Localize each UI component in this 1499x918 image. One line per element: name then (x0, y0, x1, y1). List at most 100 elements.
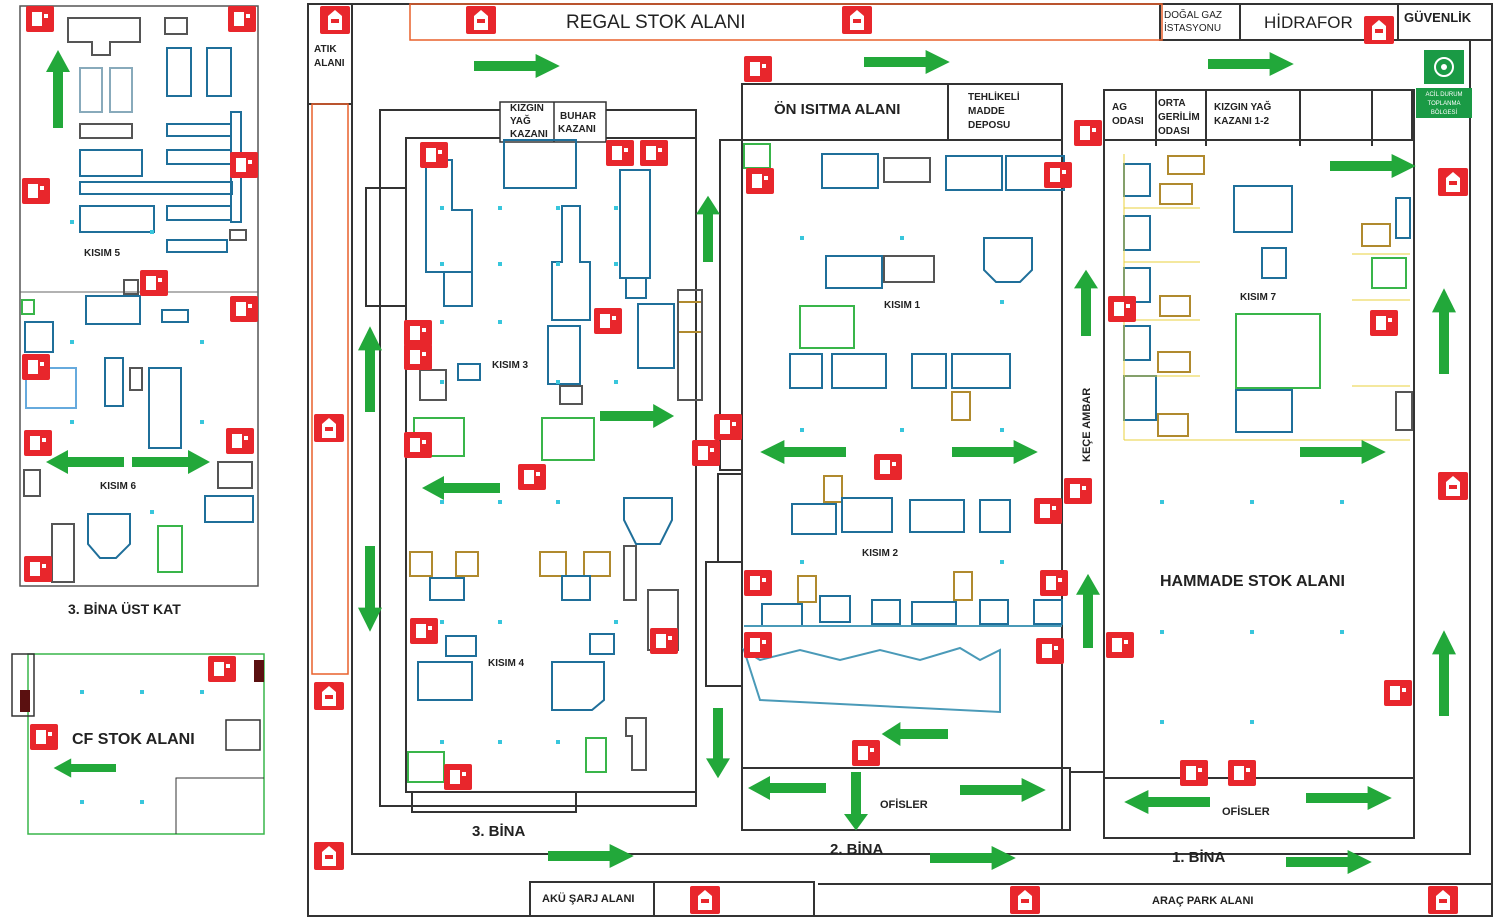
regal-stock-zone (409, 3, 1163, 41)
escape-route-arrow-icon (1330, 154, 1416, 178)
fire-hydrant-icon (320, 6, 350, 34)
fire-hydrant-icon (1010, 886, 1040, 914)
fire-extinguisher-icon (226, 428, 254, 454)
hammade-label: HAMMADE STOK ALANI (1160, 573, 1345, 590)
buhar-kazani-label-2: KAZANI (558, 124, 596, 135)
escape-route-arrow-icon (760, 440, 846, 464)
fire-hydrant-icon (314, 842, 344, 870)
fire-hydrant-icon (466, 6, 496, 34)
escape-route-arrow-icon (1300, 440, 1386, 464)
kece-ambar-label: KEÇE AMBAR (1081, 388, 1093, 462)
extinguishers (404, 56, 1412, 790)
escape-route-arrow-icon (960, 778, 1046, 802)
sprinkler-grid (70, 206, 1344, 804)
atik-label: ATIK (314, 44, 337, 55)
kizgin-yag-12-label-2: KAZANI 1-2 (1214, 116, 1269, 127)
fire-extinguisher-icon (606, 140, 634, 166)
fire-hydrant-icon (1364, 16, 1394, 44)
guvenlik-label: GÜVENLİK (1404, 10, 1472, 25)
regal-stok-label: REGAL STOK ALANI (566, 12, 746, 33)
assembly-point: ACİL DURUM TOPLANMA BÖLGESİ (1416, 50, 1472, 118)
fire-extinguisher-icon (1044, 162, 1072, 188)
escape-route-arrow-icon (1074, 269, 1098, 336)
escape-route-arrow-icon (46, 450, 124, 474)
tehlikeli-label-2: MADDE (968, 106, 1005, 117)
fire-extinguisher-icon (594, 308, 622, 334)
fire-hydrant-icon (314, 414, 344, 442)
escape-route-arrow-icon (422, 476, 500, 500)
fire-extinguisher-icon (444, 764, 472, 790)
fire-extinguisher-icon (140, 270, 168, 296)
escape-route-arrow-icon (474, 54, 560, 78)
fire-extinguisher-icon (1036, 638, 1064, 664)
escape-route-arrow-icon (706, 708, 730, 779)
fire-extinguisher-icon (30, 724, 58, 750)
kizgin-yag-label: KIZGIN (510, 103, 544, 114)
ag-odasi-label-2: ODASI (1112, 116, 1144, 127)
kisim6-label: KISIM 6 (100, 481, 137, 492)
ofisler-2-label: OFİSLER (880, 798, 928, 811)
bina1-label: 1. BİNA (1172, 849, 1226, 866)
machines (407, 139, 1413, 813)
cf-stock-outline (27, 653, 265, 835)
hidrafor-label: HİDRAFOR (1264, 13, 1353, 32)
fire-extinguisher-icon (744, 632, 772, 658)
cf-stok-label: CF STOK ALANI (72, 731, 195, 748)
arac-park-label: ARAÇ PARK ALANI (1152, 895, 1253, 907)
upper-floor-outline (19, 5, 259, 587)
fire-extinguisher-icon (1384, 680, 1412, 706)
fire-extinguisher-icon (24, 430, 52, 456)
fire-extinguisher-icon (518, 464, 546, 490)
tehlikeli-label: TEHLİKELİ (968, 90, 1020, 103)
kisim7-label: KISIM 7 (1240, 292, 1277, 303)
fire-extinguisher-icon (650, 628, 678, 654)
ofisler-1-label: OFİSLER (1222, 805, 1270, 818)
acil-label-3: BÖLGESİ (1431, 109, 1458, 116)
fire-hydrant-icon (1438, 472, 1468, 500)
fire-extinguisher-icon (852, 740, 880, 766)
escape-route-arrow-icon (881, 722, 948, 746)
fire-extinguisher-icon (1034, 498, 1062, 524)
fire-extinguisher-icon (1180, 760, 1208, 786)
kizgin-yag-12-label: KIZGIN YAĞ (1214, 100, 1271, 113)
escape-route-arrow-icon (930, 846, 1016, 870)
bina2-label: 2. BİNA (830, 841, 884, 858)
side-corridor (311, 103, 349, 675)
escape-route-arrow-icon (952, 440, 1038, 464)
fire-extinguisher-icon (874, 454, 902, 480)
escape-route-arrow-icon (864, 50, 950, 74)
dogal-gaz-label: DOĞAL GAZ (1164, 8, 1222, 21)
kisim3-label: KISIM 3 (492, 360, 529, 371)
ag-odasi-label: AG (1112, 102, 1127, 113)
dogal-gaz-label-2: İSTASYONU (1164, 21, 1221, 34)
fire-extinguisher-icon (420, 142, 448, 168)
fire-extinguisher-icon (1064, 478, 1092, 504)
fire-extinguisher-icon (640, 140, 668, 166)
fire-extinguisher-icon (24, 556, 52, 582)
kisim1-label: KISIM 1 (884, 300, 921, 311)
fire-extinguisher-icon (228, 6, 256, 32)
fire-extinguisher-icon (404, 320, 432, 346)
cf-stock-area: CF STOK ALANI (11, 653, 265, 835)
fire-extinguisher-icon (404, 344, 432, 370)
fire-extinguisher-icon (22, 354, 50, 380)
orta-gerilim-label-2: GERİLİM (1158, 110, 1200, 123)
bina3-ust-kat-label: 3. BİNA ÜST KAT (68, 601, 181, 617)
fire-extinguisher-icon (22, 178, 50, 204)
escape-route-arrow-icon (1432, 288, 1456, 374)
fire-extinguisher-icon (1074, 120, 1102, 146)
fire-extinguisher-icon (744, 56, 772, 82)
on-isitma-label: ÖN ISITMA ALANI (774, 101, 900, 118)
escape-route-arrow-icon (53, 758, 116, 778)
kisim2-label: KISIM 2 (862, 548, 899, 559)
fire-hydrant-icon (842, 6, 872, 34)
fire-extinguisher-icon (744, 570, 772, 596)
fire-extinguisher-icon (26, 6, 54, 32)
fire-extinguisher-icon (714, 414, 742, 440)
fire-extinguisher-icon (404, 432, 432, 458)
atik-label-2: ALANI (314, 58, 345, 69)
escape-route-arrow-icon (696, 195, 720, 262)
escape-route-arrow-icon (1208, 52, 1294, 76)
escape-route-arrow-icon (358, 326, 382, 412)
